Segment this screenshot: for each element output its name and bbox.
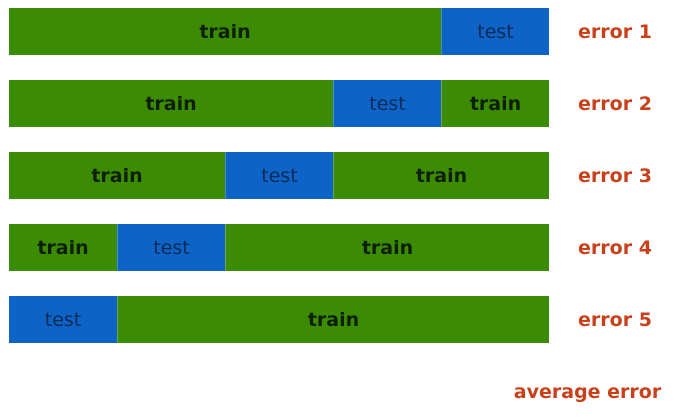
train-segment: train bbox=[9, 152, 225, 199]
error-label-4: error 4 bbox=[578, 236, 652, 259]
train-segment: train bbox=[225, 224, 549, 271]
average-error-label: average error bbox=[513, 381, 662, 403]
train-segment: train bbox=[9, 8, 441, 55]
train-segment: train bbox=[117, 296, 549, 343]
train-segment: train bbox=[441, 80, 549, 127]
train-segment: train bbox=[9, 80, 333, 127]
train-segment: train bbox=[9, 224, 117, 271]
error-label-3: error 3 bbox=[578, 164, 652, 187]
error-label-1: error 1 bbox=[578, 20, 652, 43]
train-segment: train bbox=[333, 152, 549, 199]
error-label-5: error 5 bbox=[578, 308, 652, 331]
test-segment: test bbox=[333, 80, 441, 127]
error-label-2: error 2 bbox=[578, 92, 652, 115]
test-segment: test bbox=[9, 296, 117, 343]
test-segment: test bbox=[225, 152, 333, 199]
test-segment: test bbox=[117, 224, 225, 271]
test-segment: test bbox=[441, 8, 549, 55]
